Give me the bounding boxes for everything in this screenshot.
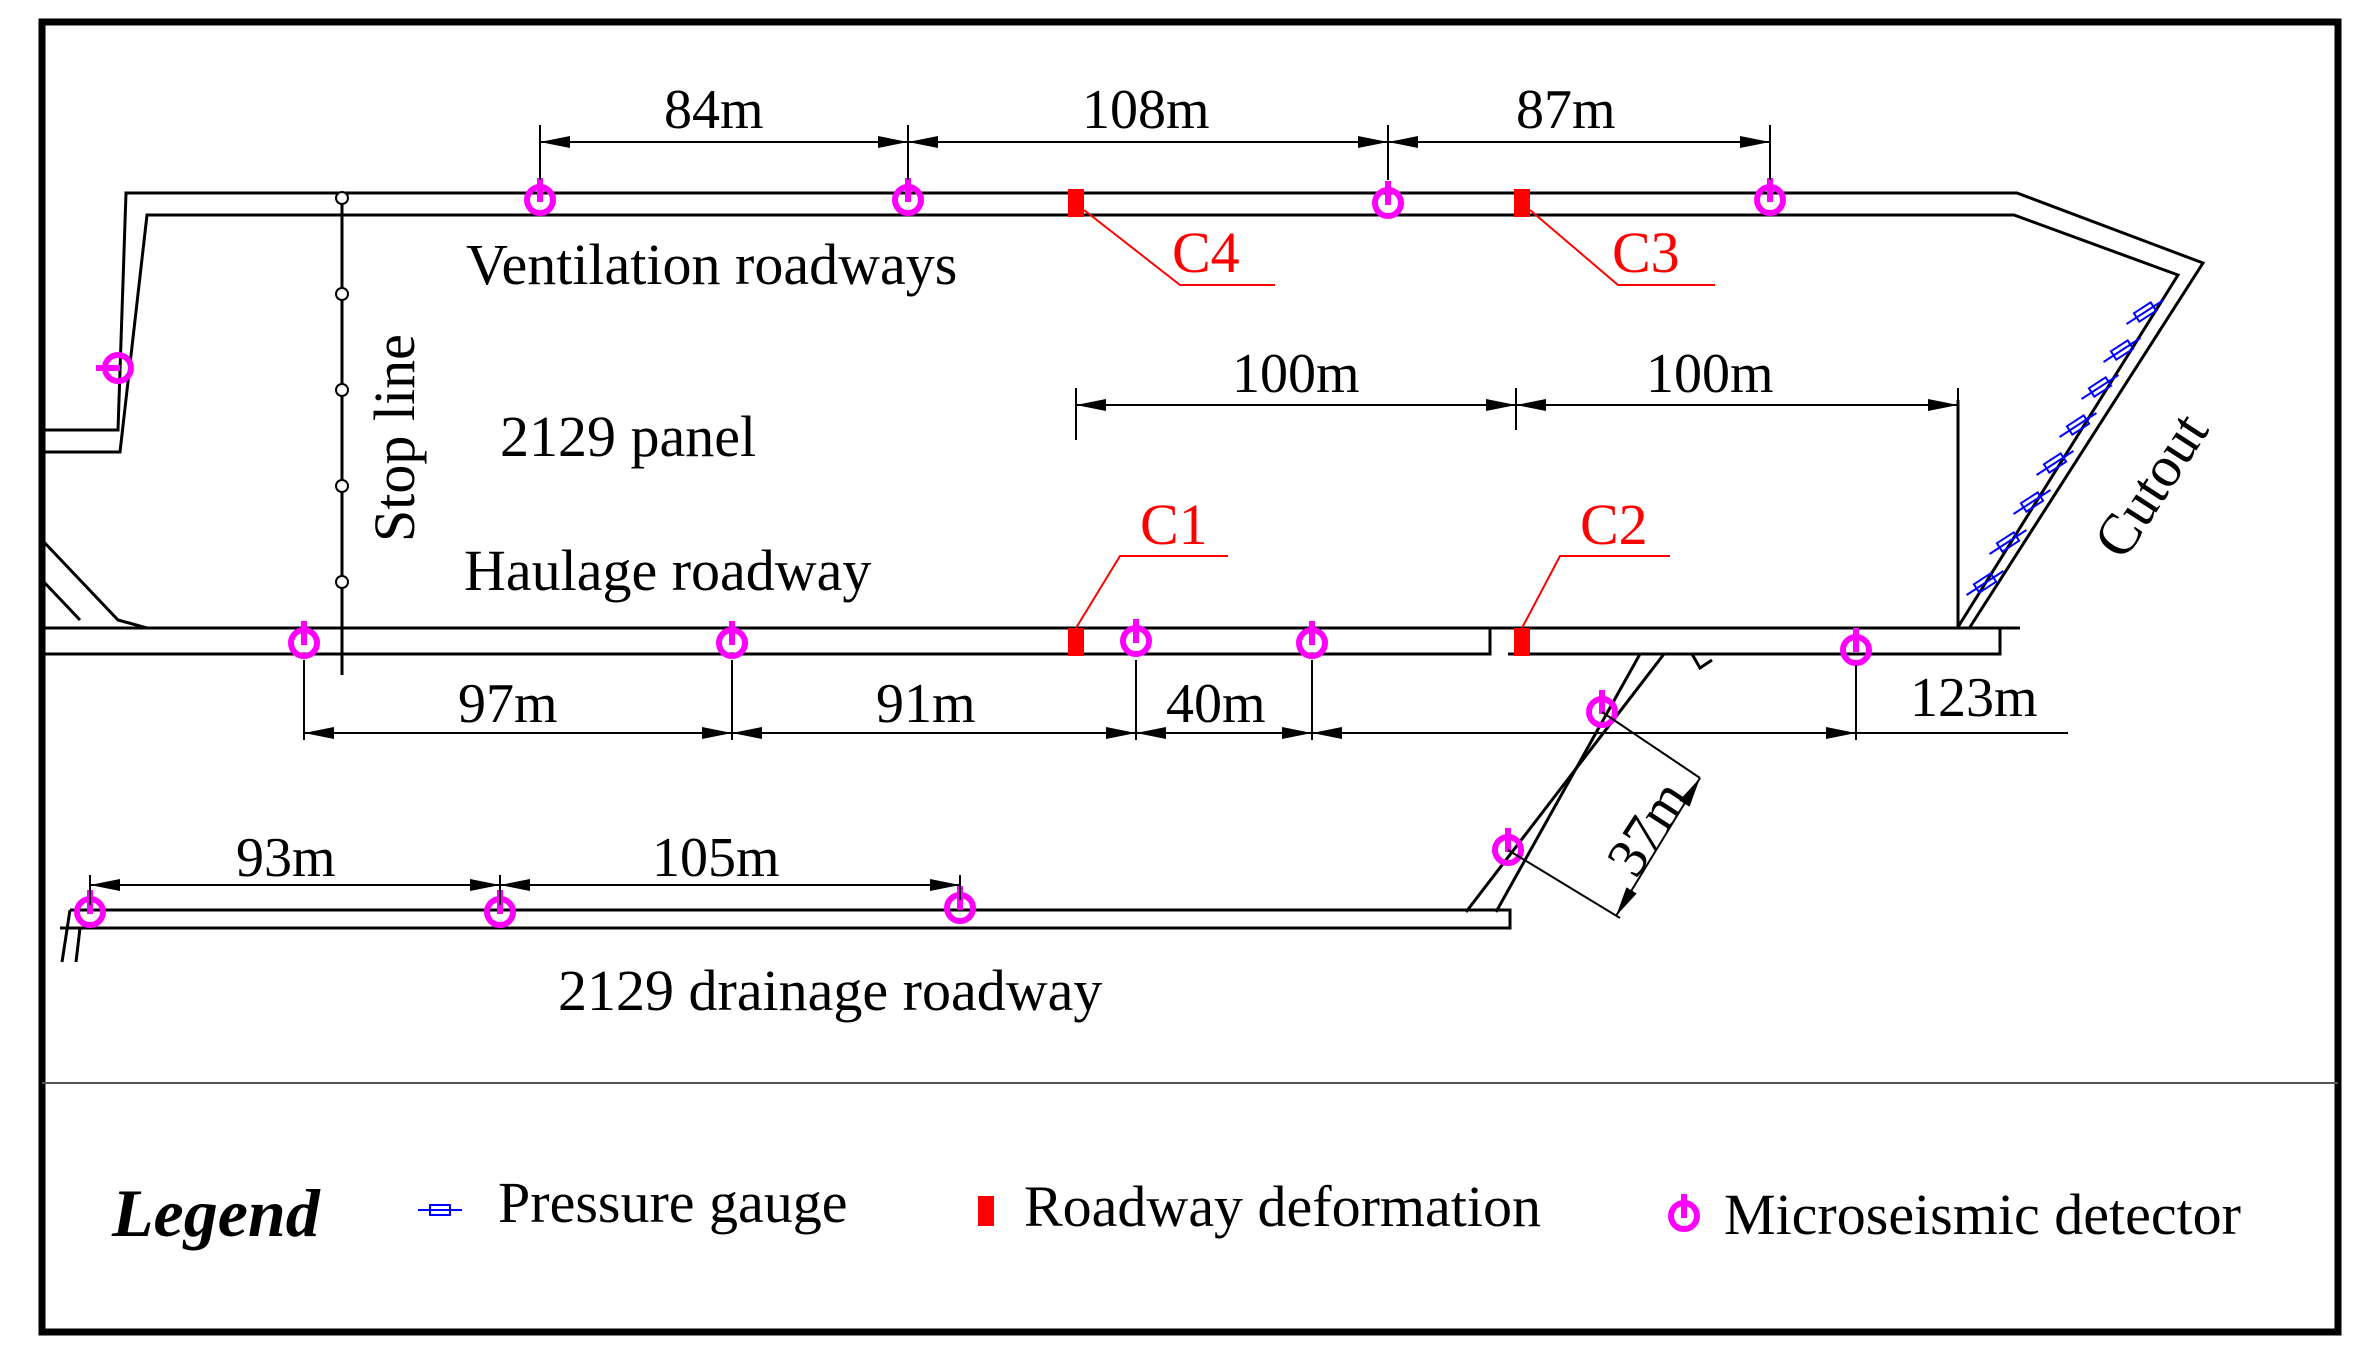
label-drainage: 2129 drainage roadway (558, 958, 1102, 1023)
roadway-outlines (40, 191, 2206, 963)
deformation-leaders (1075, 209, 1715, 629)
legend-pressure-gauge: Pressure gauge (498, 1170, 848, 1235)
dimension-line-link (1507, 711, 1701, 919)
detector-left (96, 355, 131, 381)
label-haulage: Haulage roadway (464, 538, 871, 603)
outer-frame (38, 18, 2342, 1336)
dim-87m: 87m (1516, 79, 1616, 141)
label-c2: C2 (1580, 492, 1648, 557)
dim-84m: 84m (664, 79, 764, 141)
stop-line (335, 191, 349, 675)
legend-pressure-gauge-icon (417, 1204, 463, 1216)
dimension-lines-middle (1075, 388, 1959, 440)
detector-haul-4 (1299, 621, 1325, 656)
label-ventilation: Ventilation roadways (466, 232, 957, 297)
label-cutout: Cutout (2080, 401, 2221, 569)
label-panel: 2129 panel (500, 404, 756, 469)
detector-vent-2 (895, 178, 921, 213)
legend: Legend Pressure gauge Roadway deformatio… (111, 1170, 2241, 1251)
deformation-c4 (1068, 189, 1084, 217)
dim-97m: 97m (458, 673, 558, 735)
legend-detector-icon (1671, 1194, 1697, 1229)
deformation-c2 (1514, 628, 1530, 656)
detector-haul-1 (291, 621, 317, 656)
detector-haul-5 (1843, 628, 1869, 663)
deformation-c3 (1514, 189, 1530, 217)
dimension-lines-drainage (89, 875, 961, 905)
dim-93m: 93m (236, 827, 336, 889)
deformation-c1 (1068, 628, 1084, 656)
legend-microseismic-detector: Microseismic detector (1724, 1182, 2241, 1247)
dim-105m: 105m (652, 827, 780, 889)
legend-roadway-deformation: Roadway deformation (1024, 1174, 1541, 1239)
detector-haul-2 (719, 621, 745, 656)
dimension-lines-haulage (303, 660, 2068, 740)
label-stop-line: Stop line (362, 334, 427, 542)
label-c3: C3 (1612, 220, 1680, 285)
detector-haul-3 (1123, 619, 1149, 654)
dim-40m: 40m (1166, 673, 1266, 735)
dim-108m: 108m (1082, 79, 1210, 141)
dim-123m: 123m (1910, 667, 2038, 729)
dim-91m: 91m (876, 673, 976, 735)
label-c1: C1 (1140, 492, 1208, 557)
label-c4: C4 (1172, 220, 1240, 285)
deformation-markers (1068, 189, 1530, 656)
detector-vent-3 (1375, 181, 1401, 216)
dimension-lines-top (539, 125, 1771, 180)
legend-deformation-icon (978, 1196, 994, 1226)
legend-title: Legend (111, 1175, 321, 1251)
dim-37m: 37m (1595, 770, 1701, 887)
dim-100m-b: 100m (1646, 343, 1774, 405)
dim-100m-a: 100m (1232, 343, 1360, 405)
detector-vent-1 (527, 178, 553, 213)
detector-vent-4 (1757, 178, 1783, 213)
